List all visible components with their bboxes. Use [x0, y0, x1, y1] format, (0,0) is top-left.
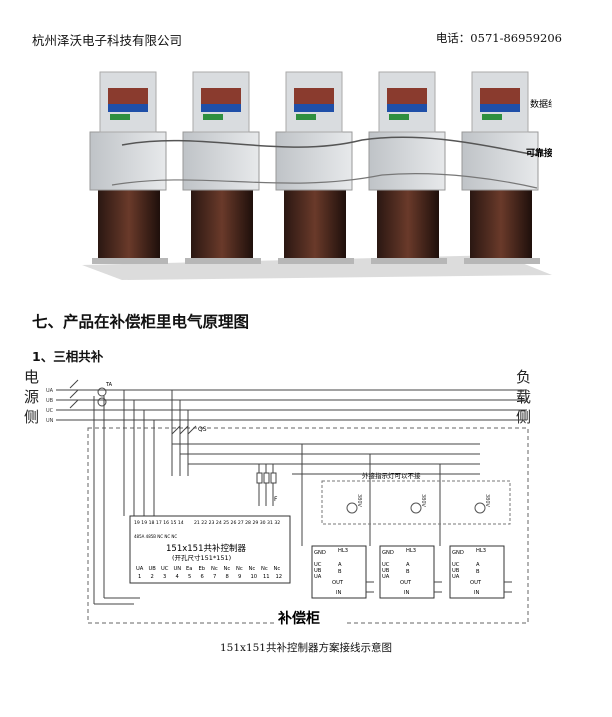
controller-terminal-number: 6	[201, 574, 204, 580]
module-label: A	[406, 562, 410, 568]
qs-label: QS	[198, 426, 207, 433]
header-company: 杭州泽沃电子科技有限公司	[32, 33, 183, 48]
capacitor-unit	[182, 71, 261, 264]
controller-terminal-number: 9	[238, 574, 241, 580]
module-label: HL3	[406, 548, 416, 554]
module-label: A	[338, 562, 342, 568]
lamp-label-2: 380V	[420, 494, 426, 508]
controller-terminal-number: 10	[251, 574, 258, 580]
module-label: IN	[336, 590, 342, 596]
module-label: IN	[404, 590, 410, 596]
lamp-label-3: 380V	[484, 494, 490, 508]
source-side-char-3: 侧	[24, 408, 39, 426]
controller-terminal-label: Ea	[186, 566, 192, 572]
controller-sub: 485A 485B NC NC NC	[134, 534, 177, 539]
cabinet-label: 补偿柜	[277, 610, 320, 627]
controller-terminal-label: Nc	[274, 566, 281, 572]
module-label: B	[476, 569, 480, 575]
capacitor-unit	[461, 71, 540, 264]
lamp-label-1: 380V	[356, 494, 362, 508]
phase-label-b: UB	[46, 398, 54, 404]
module-label: HL3	[338, 548, 348, 554]
controller-terminal-number: 1	[138, 574, 141, 580]
module-label: UB	[452, 568, 460, 574]
controller-terminal-number: 2	[151, 574, 154, 580]
capacitor-unit	[89, 71, 168, 264]
load-side-char-3: 侧	[516, 408, 531, 426]
capacitor-unit	[368, 71, 447, 264]
capacitor-unit	[275, 71, 354, 264]
module-label: UC	[314, 562, 322, 568]
fuse-label: F	[274, 496, 278, 503]
controller-terminal-label: UC	[161, 566, 169, 572]
module-label: UA	[314, 574, 322, 580]
module-label: UB	[382, 568, 390, 574]
photo-label-data-line: 数据线	[530, 98, 552, 110]
phase-label-a: UA	[46, 388, 54, 394]
controller-terminal-number: 8	[226, 574, 229, 580]
controller-terminal-number: 12	[276, 574, 283, 580]
load-side-char-2: 载	[516, 388, 531, 406]
module-label: UA	[382, 574, 390, 580]
module-label: GND	[452, 550, 464, 556]
controller-terminal-label: Nc	[249, 566, 256, 572]
controller-top-terminals-1: 19 19 18 17 16 15 14	[134, 520, 184, 526]
controller-terminal-label: Nc	[224, 566, 231, 572]
module-label: B	[406, 569, 410, 575]
controller-terminal-label: UB	[149, 566, 157, 572]
module-label: UA	[452, 574, 460, 580]
controller-terminal-number: 3	[163, 574, 166, 580]
load-side-char-1: 负	[516, 368, 531, 386]
controller-terminal-label: Eb	[199, 566, 206, 572]
phase-label-c: UC	[46, 408, 54, 414]
controller-top-terminals-2: 21 22 23 24 25 26 27 28 29 30 31 32	[194, 520, 280, 526]
controller-terminal-label: Nc	[261, 566, 268, 572]
ta-label: TA	[105, 382, 113, 388]
controller-terminal-label: Nc	[236, 566, 243, 572]
wiring-diagram: 电 源 侧 负 载 侧 UA UB UC UN TA QS	[24, 368, 531, 627]
controller-size: (开孔尺寸151*151)	[172, 553, 231, 562]
module-label: B	[338, 569, 342, 575]
controller-terminal-label: UN	[174, 566, 182, 572]
controller-terminal-number: 5	[188, 574, 191, 580]
module-label: UC	[382, 562, 390, 568]
photo-label-ground: 可靠接地	[526, 147, 552, 159]
source-side-char-2: 源	[24, 388, 39, 406]
controller-terminal-number: 4	[176, 574, 180, 580]
controller-terminal-label: UA	[136, 566, 144, 572]
module-label: OUT	[332, 580, 344, 586]
module-label: OUT	[470, 580, 482, 586]
section-title: 七、产品在补偿柜里电气原理图	[32, 313, 250, 331]
controller-title: 151x151共补控制器	[166, 543, 246, 554]
module-label: IN	[474, 590, 480, 596]
controller-terminal-label: Nc	[211, 566, 218, 572]
section-subtitle: 1、三相共补	[32, 349, 104, 364]
module-label: UB	[314, 568, 322, 574]
controller-terminal-number: 11	[263, 574, 270, 580]
header-phone: 电话：0571-86959206	[435, 31, 562, 45]
phase-label-n: UN	[46, 418, 54, 424]
module-label: UC	[452, 562, 460, 568]
controller-terminal-number: 7	[213, 574, 216, 580]
module-label: OUT	[400, 580, 412, 586]
module-label: A	[476, 562, 480, 568]
indicator-note: 外接指示灯可以不接	[362, 471, 421, 480]
product-photo: 数据线 可靠接地	[82, 71, 552, 280]
module-label: GND	[382, 550, 394, 556]
figure-caption: 151x151共补控制器方案接线示意图	[219, 642, 392, 654]
module-label: HL3	[476, 548, 486, 554]
module-label: GND	[314, 550, 326, 556]
source-side-char-1: 电	[24, 368, 39, 386]
